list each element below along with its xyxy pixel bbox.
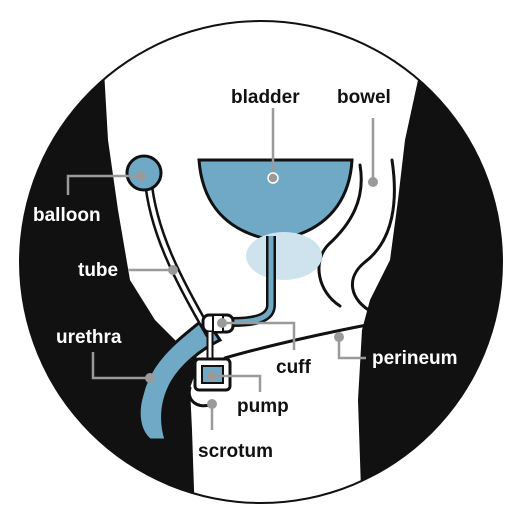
pump-leader bbox=[212, 374, 262, 392]
label-urethra: urethra bbox=[56, 327, 122, 348]
bladder-dot bbox=[267, 172, 279, 184]
perineum-outline bbox=[223, 322, 374, 360]
label-pump: pump bbox=[237, 396, 289, 417]
pump-dot bbox=[207, 371, 217, 381]
perineum-dot bbox=[334, 332, 344, 342]
label-tube: tube bbox=[78, 260, 118, 281]
tube bbox=[146, 177, 212, 337]
cuff-leader bbox=[222, 321, 296, 350]
label-scrotum: scrotum bbox=[198, 441, 273, 462]
bowel-inner-outline bbox=[317, 163, 363, 308]
urethra-dot bbox=[145, 373, 155, 383]
urethra-shaft bbox=[137, 315, 223, 442]
label-cuff: cuff bbox=[276, 357, 312, 378]
cuff-dot bbox=[217, 318, 227, 328]
bowel-outline bbox=[350, 158, 396, 314]
label-bladder: bladder bbox=[231, 87, 300, 108]
scrotum-dot bbox=[207, 399, 217, 409]
balloon-leader bbox=[66, 174, 141, 195]
label-balloon: balloon bbox=[33, 205, 101, 226]
label-bowel: bowel bbox=[337, 87, 391, 108]
label-perineum: perineum bbox=[372, 348, 458, 369]
urethra-leader bbox=[91, 352, 150, 380]
prostate-shape bbox=[246, 232, 322, 280]
bowel-dot bbox=[368, 177, 378, 187]
perineum-leader bbox=[337, 337, 366, 360]
tube-dot bbox=[168, 265, 178, 275]
balloon-dot bbox=[136, 171, 146, 181]
